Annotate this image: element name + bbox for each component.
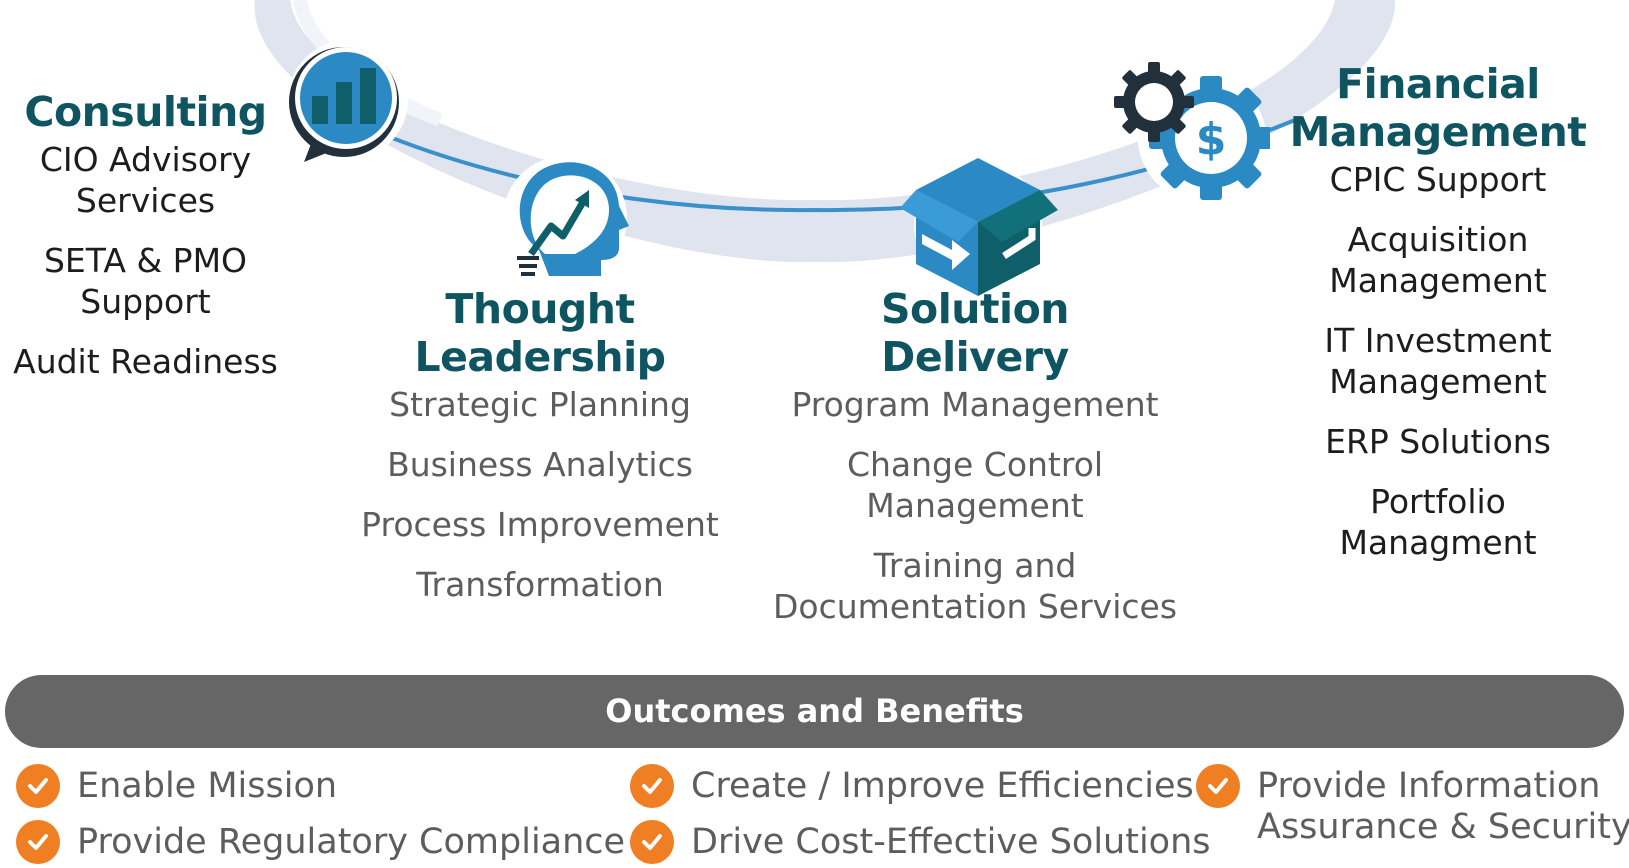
pillar-title-line: Consulting xyxy=(24,88,267,136)
pillar-item: Process Improvement xyxy=(355,504,725,545)
benefit-text-line: Provide Regulatory Compliance xyxy=(77,822,626,862)
benefit-text: Drive Cost-Effective Solutions xyxy=(691,822,1211,863)
benefit-text-line: Enable Mission xyxy=(77,766,338,806)
pillar-title-line: Leadership xyxy=(414,333,666,381)
pillar-item: ERP Solutions xyxy=(1288,421,1588,462)
checkmark-icon xyxy=(630,764,674,808)
benefit-text-line: Assurance & Security xyxy=(1257,807,1629,847)
checkmark-icon xyxy=(16,764,60,808)
benefit-item: Provide Regulatory Compliance xyxy=(16,820,625,864)
pillar-item-line: IT Investment xyxy=(1324,321,1552,360)
pillar-title-line: Delivery xyxy=(881,333,1069,381)
pillar-title-line: Solution xyxy=(881,285,1069,333)
pillar-item-line: Strategic Planning xyxy=(389,385,691,424)
pillar-title-line: Financial xyxy=(1336,60,1540,108)
pillar-item-line: Portfolio xyxy=(1370,482,1506,521)
benefit-item: Create / Improve Efficiencies xyxy=(630,764,1194,808)
gears-dollar-icon: $ xyxy=(1114,62,1270,202)
pillar-item-line: Business Analytics xyxy=(387,445,693,484)
pillar-item-line: CIO Advisory xyxy=(39,140,252,179)
benefit-text-line: Provide Information xyxy=(1257,766,1601,806)
pillar-item-line: CPIC Support xyxy=(1329,160,1547,199)
pillar-item-line: Support xyxy=(80,282,211,321)
pillar-item-line: Change Control xyxy=(846,445,1104,484)
box-delivery-icon xyxy=(900,158,1058,296)
pillar-item-line: Transformation xyxy=(416,565,664,604)
pillar-item-line: Management xyxy=(1329,362,1547,401)
pillar-item-line: Documentation Services xyxy=(772,587,1178,626)
pillar-item-line: Program Management xyxy=(791,385,1159,424)
speech-bubble-bar-chart-icon xyxy=(288,40,408,162)
pillar-item: Program Management xyxy=(770,384,1180,425)
pillar-item-line: Managment xyxy=(1339,523,1537,562)
pillar-item-line: Management xyxy=(866,486,1084,525)
benefit-item: Enable Mission xyxy=(16,764,337,808)
pillar-item: CPIC Support xyxy=(1288,159,1588,200)
benefit-text-line: Drive Cost-Effective Solutions xyxy=(691,822,1211,862)
pillar-item: Audit Readiness xyxy=(8,341,283,382)
pillar-item-line: Process Improvement xyxy=(361,505,719,544)
outcomes-banner: Outcomes and Benefits xyxy=(5,675,1624,748)
pillar-item-line: Services xyxy=(75,181,216,220)
benefit-text: Create / Improve Efficiencies xyxy=(691,766,1194,807)
pillar-item: Strategic Planning xyxy=(355,384,725,425)
pillar-item-line: Management xyxy=(1329,261,1547,300)
checkmark-icon xyxy=(630,820,674,864)
pillar-item-line: ERP Solutions xyxy=(1325,422,1551,461)
checkmark-icon xyxy=(16,820,60,864)
pillar-title: Consulting xyxy=(8,88,283,136)
pillar-title-line: Management xyxy=(1289,108,1587,156)
pillar-title-line: Thought xyxy=(445,285,635,333)
benefit-text: Provide Regulatory Compliance xyxy=(77,822,625,863)
benefit-text-line: Create / Improve Efficiencies xyxy=(691,766,1194,806)
benefit-text: Enable Mission xyxy=(77,766,337,807)
pillar-item: Transformation xyxy=(355,564,725,605)
benefit-item: Drive Cost-Effective Solutions xyxy=(630,820,1211,864)
svg-text:$: $ xyxy=(1196,114,1227,165)
pillar-item-line: Acquisition xyxy=(1347,220,1529,259)
head-lightbulb-growth-icon xyxy=(505,156,629,280)
checkmark-icon xyxy=(1196,764,1240,808)
pillar-item-line: Audit Readiness xyxy=(13,342,278,381)
pillar-item-line: SETA & PMO xyxy=(43,241,248,280)
pillar-item: Business Analytics xyxy=(355,444,725,485)
pillar-item-line: Training and xyxy=(873,546,1077,585)
